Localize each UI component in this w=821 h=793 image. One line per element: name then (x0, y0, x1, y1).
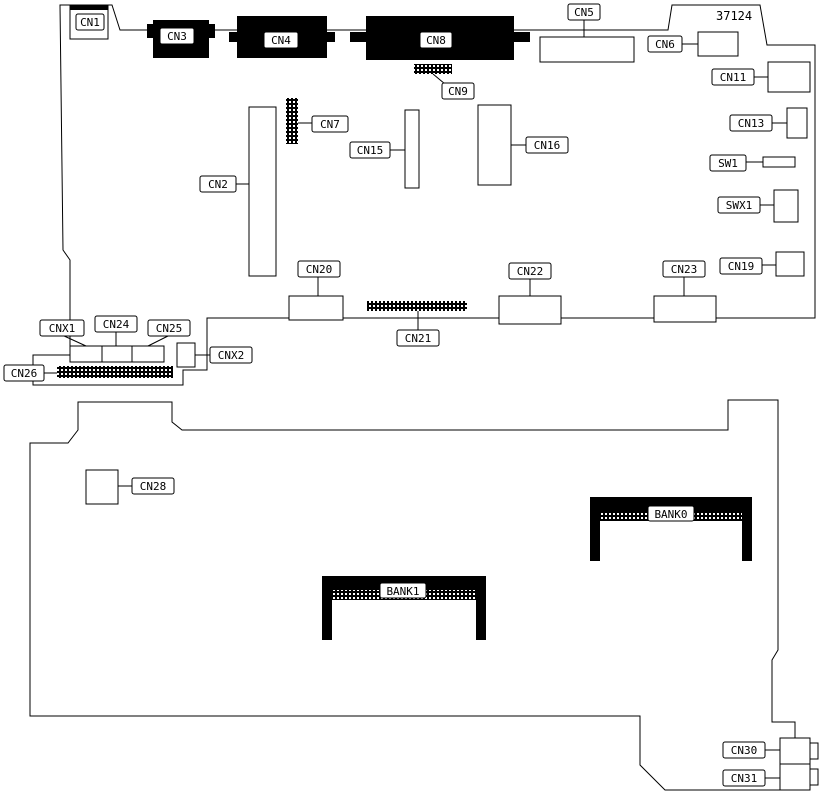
cn3-label: CN3 (167, 30, 187, 43)
cn4-label-box (263, 31, 299, 49)
cn24-label: CN24 (103, 318, 130, 331)
cn9-label-box (441, 82, 475, 100)
cn25-label-box (147, 319, 191, 337)
cn24-connector (101, 345, 133, 363)
swx1-label-box (717, 196, 761, 214)
cn25-label: CN25 (156, 322, 183, 335)
cn16-label: CN16 (534, 139, 561, 152)
cn15-label: CN15 (357, 144, 384, 157)
bank0-label: BANK0 (654, 508, 687, 521)
cn28-label-box (131, 477, 175, 495)
cn2-label-box (199, 175, 237, 193)
cn2-label: CN2 (208, 178, 228, 191)
cn31-label-box (722, 769, 766, 787)
cnx2-label-box (209, 346, 253, 364)
cn28-connector (85, 469, 119, 505)
cn26-label-box (3, 364, 45, 382)
cn7-header (286, 98, 298, 144)
cn15-label-box (349, 141, 391, 159)
cn11-label-box (711, 68, 755, 86)
cn20-label: CN20 (306, 263, 333, 276)
cn5-label-box (567, 3, 601, 21)
sw1-switch (762, 156, 796, 168)
cn9-label: CN9 (448, 85, 468, 98)
swx1-label: SWX1 (726, 199, 753, 212)
cn13-label-box (729, 114, 773, 132)
cn11-label: CN11 (720, 71, 747, 84)
cn19-label-box (719, 257, 763, 275)
cnx1-leader (61, 334, 87, 347)
cn6-connector (697, 31, 739, 57)
cn6-label-box (647, 35, 683, 53)
cnx1-connector (69, 345, 103, 363)
lower-board-outline (29, 399, 796, 791)
cn21-label-box (396, 329, 440, 347)
cn16-label-box (525, 136, 569, 154)
cn22-connector (498, 295, 562, 325)
cn1-connector-top (70, 5, 108, 10)
cn30-label-box (722, 741, 766, 759)
cn26-header (57, 366, 173, 378)
cn23-connector (653, 295, 717, 323)
sw1-label: SW1 (718, 157, 738, 170)
cn31-label: CN31 (731, 772, 758, 785)
cn3-label-box (159, 27, 195, 45)
cn11-connector (767, 61, 811, 93)
swx1-switch (773, 189, 799, 223)
cn19-label: CN19 (728, 260, 755, 273)
cnx2-connector (176, 342, 196, 368)
cn28-label: CN28 (140, 480, 167, 493)
cn30-label: CN30 (731, 744, 758, 757)
bank1-label-box (379, 582, 427, 599)
cn20-label-box (297, 260, 341, 278)
cn5-label: CN5 (574, 6, 594, 19)
cn6-label: CN6 (655, 38, 675, 51)
cn19-connector (775, 251, 805, 277)
cnx1-label: CNX1 (49, 322, 76, 335)
cn7-label-box (311, 115, 349, 133)
cn31-jack (779, 763, 811, 791)
cn23-label: CN23 (671, 263, 698, 276)
cn22-label: CN22 (517, 265, 544, 278)
cn7-label: CN7 (320, 118, 340, 131)
cn26-label: CN26 (11, 367, 38, 380)
cn13-connector (786, 107, 808, 139)
cn30-jack (779, 737, 811, 765)
cn30-jack-barrel (809, 742, 819, 760)
cn1-label: CN1 (80, 16, 100, 29)
sw1-label-box (709, 154, 747, 172)
cn16-connector (477, 104, 512, 186)
cn23-label-box (662, 260, 706, 278)
cn22-label-box (508, 262, 552, 280)
cn13-label: CN13 (738, 117, 765, 130)
cnx1-label-box (39, 319, 85, 337)
bank1-label: BANK1 (386, 585, 419, 598)
cn21-header (367, 301, 467, 311)
cn8-label-box (419, 31, 453, 49)
cn31-jack-barrel (809, 768, 819, 786)
cn4-label: CN4 (271, 34, 291, 47)
cn25-connector (131, 345, 165, 363)
cn15-connector (404, 109, 420, 189)
figure-number: 37124 (716, 9, 752, 23)
cn25-leader (147, 335, 169, 347)
cnx2-label: CNX2 (218, 349, 245, 362)
cn24-label-box (94, 315, 138, 333)
cn2-connector (248, 106, 277, 277)
cn8-label: CN8 (426, 34, 446, 47)
cn20-connector (288, 295, 344, 321)
cn1-label-box (75, 13, 105, 31)
cn9-leader (432, 73, 446, 85)
bank0-label-box (647, 505, 695, 522)
cn21-label: CN21 (405, 332, 432, 345)
cn9-header (414, 64, 452, 74)
cn5-connector (539, 36, 635, 63)
